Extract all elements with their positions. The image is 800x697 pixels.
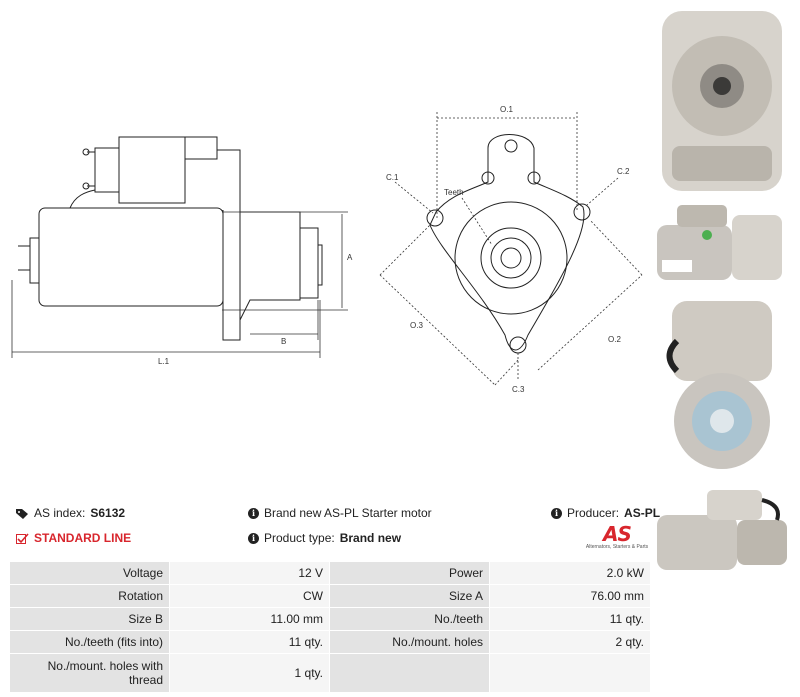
spec-value: 1 qty.: [169, 653, 330, 693]
product-photo-front[interactable]: [652, 6, 792, 194]
dim-label-o2: O.2: [608, 335, 621, 344]
info-icon: i: [551, 507, 562, 519]
table-row: No./mount. holes with thread 1 qty.: [9, 653, 651, 693]
side-view: [18, 136, 323, 341]
product-photo-rear[interactable]: [652, 296, 792, 472]
description: i Brand new AS-PL Starter motor: [248, 506, 432, 520]
checkbox-checked-icon: [16, 532, 29, 544]
dim-label-b: B: [281, 337, 286, 346]
product-type: i Product type: Brand new: [248, 531, 401, 545]
as-index-label: AS index:: [34, 506, 86, 520]
spec-label: Voltage: [9, 561, 170, 585]
front-view: [426, 134, 591, 354]
spec-table: Voltage 12 V Power 2.0 kW Rotation CW Si…: [9, 561, 651, 693]
spec-value: 11 qty.: [169, 630, 330, 654]
tag-icon: [16, 508, 28, 519]
spec-label: Power: [329, 561, 490, 585]
spec-label: Size A: [329, 584, 490, 608]
spec-value: 11.00 mm: [169, 607, 330, 631]
producer-value: AS-PL: [624, 506, 661, 520]
as-index-value: S6132: [90, 506, 126, 520]
dim-label-o1: O.1: [500, 105, 513, 114]
product-photo-side[interactable]: [652, 200, 792, 290]
table-row: Voltage 12 V Power 2.0 kW: [9, 561, 651, 585]
as-pl-logo: AS Alternators, Starters & Parts: [584, 522, 650, 556]
spec-value: 12 V: [169, 561, 330, 585]
logo-tagline: Alternators, Starters & Parts: [585, 544, 649, 550]
standard-line: STANDARD LINE: [16, 531, 131, 545]
logo-mark: AS: [603, 522, 632, 546]
table-row: Size B 11.00 mm No./teeth 11 qty.: [9, 607, 651, 631]
technical-drawing: A B L.1 O.1 O.2 O.3 C.1 C.2 C.3 Teeth: [11, 105, 643, 394]
dim-label-l1: L.1: [158, 357, 170, 366]
spec-value: 76.00 mm: [489, 584, 651, 608]
table-row: No./teeth (fits into) 11 qty. No./mount.…: [9, 630, 651, 654]
dim-label-c1: C.1: [386, 173, 399, 182]
spec-label: No./mount. holes with thread: [9, 653, 170, 693]
producer: i Producer: AS-PL: [551, 506, 660, 520]
spec-label: No./mount. holes: [329, 630, 490, 654]
dim-label-teeth: Teeth: [444, 188, 464, 197]
spec-value: 2 qty.: [489, 630, 651, 654]
spec-value: 2.0 kW: [489, 561, 651, 585]
dim-label-a: A: [347, 253, 353, 262]
product-photo-angle[interactable]: [652, 480, 792, 580]
as-index: AS index: S6132: [16, 506, 125, 520]
dim-label-o3: O.3: [410, 321, 423, 330]
product-type-label: Product type:: [264, 531, 335, 545]
spec-label: No./teeth (fits into): [9, 630, 170, 654]
producer-label: Producer:: [567, 506, 620, 520]
info-icon: i: [248, 507, 259, 519]
spec-label: [329, 653, 490, 693]
dim-label-c2: C.2: [617, 167, 630, 176]
description-text: Brand new AS-PL Starter motor: [264, 506, 432, 520]
spec-label: Size B: [9, 607, 170, 631]
info-icon: i: [248, 532, 259, 544]
table-row: Rotation CW Size A 76.00 mm: [9, 584, 651, 608]
standard-line-label: STANDARD LINE: [34, 531, 132, 545]
spec-value: 11 qty.: [489, 607, 651, 631]
spec-label: Rotation: [9, 584, 170, 608]
spec-value: CW: [169, 584, 330, 608]
spec-value: [489, 653, 651, 693]
product-type-value: Brand new: [339, 531, 402, 545]
spec-label: No./teeth: [329, 607, 490, 631]
dim-label-c3: C.3: [512, 385, 525, 394]
